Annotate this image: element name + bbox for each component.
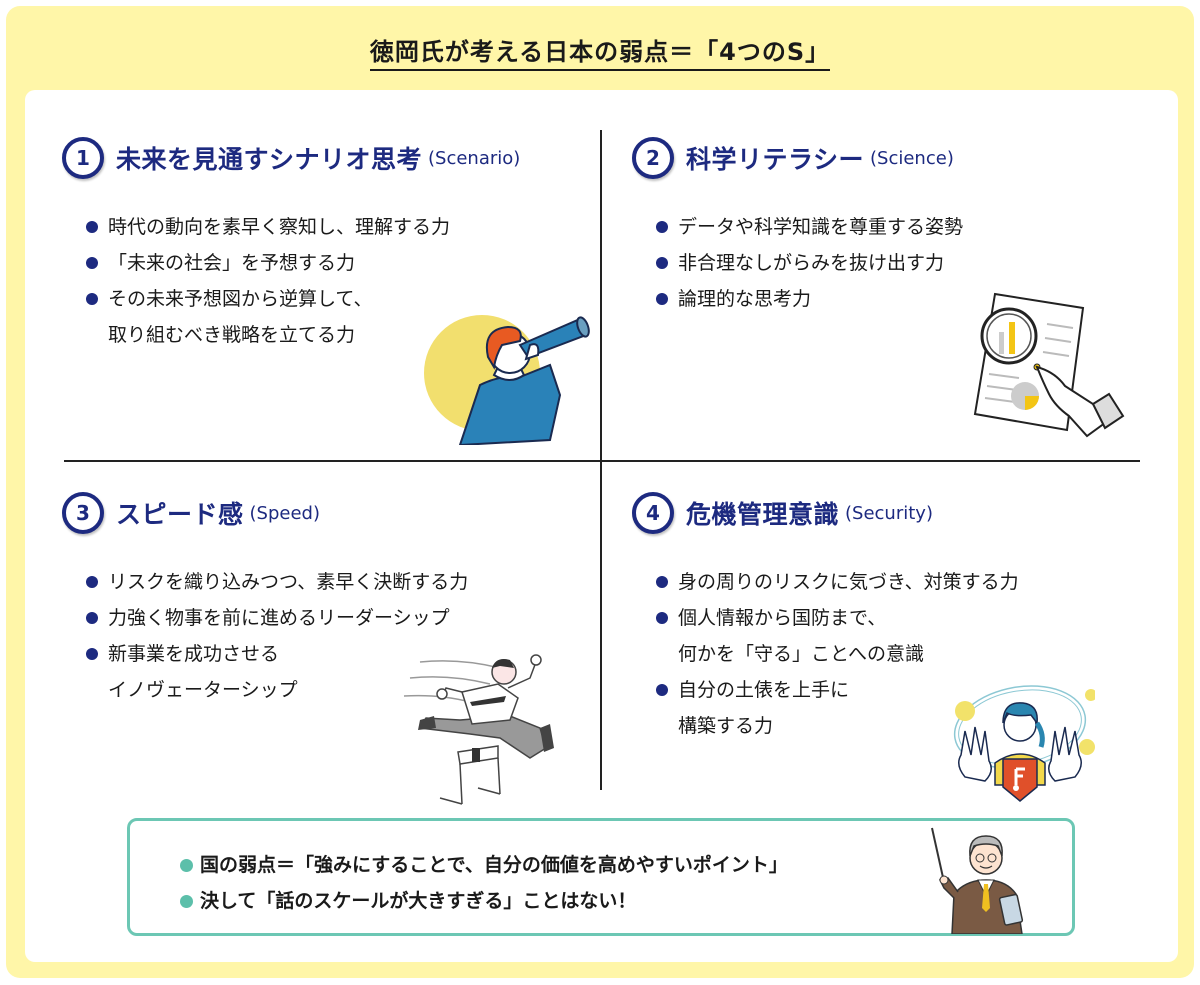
quadrant-speed: 3 スピード感 (Speed) リスクを織り込みつつ、素早く決断する力 力強く物… xyxy=(62,490,592,708)
quadrant-scenario: 1 未来を見通すシナリオ思考 (Scenario) 時代の動向を素早く察知し、理… xyxy=(62,135,592,353)
list-item: 論理的な思考力 xyxy=(656,281,1162,317)
quadrant-english: (Security) xyxy=(845,502,933,524)
bullet-dot-icon xyxy=(180,895,193,908)
list-item: 新事業を成功させるイノヴェーターシップ xyxy=(86,636,592,708)
quadrant-english: (Speed) xyxy=(249,502,320,524)
list-item: データや科学知識を尊重する姿勢 xyxy=(656,209,1162,245)
bullet-dot-icon xyxy=(656,684,668,696)
number-badge: 4 xyxy=(632,492,674,534)
person-with-telescope-icon xyxy=(424,315,590,445)
summary-item: 決して「話のスケールが大きすぎる」ことはない！ xyxy=(180,883,788,919)
bullet-dot-icon xyxy=(180,859,193,872)
bullet-dot-icon xyxy=(656,221,668,233)
quadrant-title: 危機管理意識 xyxy=(686,500,840,529)
list-item: 非合理なしがらみを抜け出す力 xyxy=(656,245,1162,281)
list-item: 「未来の社会」を予想する力 xyxy=(86,245,592,281)
quadrant-science: 2 科学リテラシー (Science) データや科学知識を尊重する姿勢 非合理な… xyxy=(632,135,1162,317)
quadrant-english: (Science) xyxy=(870,147,954,169)
bullet-dot-icon xyxy=(656,576,668,588)
bullet-dot-icon xyxy=(656,612,668,624)
person-with-shield-icon xyxy=(953,685,1095,802)
bullet-list: 身の周りのリスクに気づき、対策する力 個人情報から国防まで、何かを「守る」ことへ… xyxy=(656,564,1162,744)
quadrant-security: 4 危機管理意識 (Security) 身の周りのリスクに気づき、対策する力 個… xyxy=(632,490,1162,744)
magnifier-over-document-icon xyxy=(973,292,1125,438)
bullet-dot-icon xyxy=(86,257,98,269)
list-item: 身の周りのリスクに気づき、対策する力 xyxy=(656,564,1162,600)
quadrant-title: 未来を見通すシナリオ思考 xyxy=(116,145,423,174)
title-text: 徳岡氏が考える日本の弱点＝「4つのS」 xyxy=(369,38,831,71)
summary-item: 国の弱点＝「強みにすることで、自分の価値を高めやすいポイント」 xyxy=(180,847,788,883)
content-panel xyxy=(25,90,1178,962)
teacher-with-pointer-icon xyxy=(931,827,1024,934)
quadrant-title: スピード感 xyxy=(116,500,244,529)
businessman-jumping-hurdle-icon xyxy=(403,654,554,805)
summary-box: 国の弱点＝「強みにすることで、自分の価値を高めやすいポイント」 決して「話のスケ… xyxy=(127,818,1075,936)
number-badge: 2 xyxy=(632,137,674,179)
list-item: 力強く物事を前に進めるリーダーシップ xyxy=(86,600,592,636)
number-badge: 3 xyxy=(62,492,104,534)
list-item: その未来予想図から逆算して、取り組むべき戦略を立てる力 xyxy=(86,281,592,353)
bullet-dot-icon xyxy=(86,648,98,660)
number-badge: 1 xyxy=(62,137,104,179)
bullet-list: データや科学知識を尊重する姿勢 非合理なしがらみを抜け出す力 論理的な思考力 xyxy=(656,209,1162,317)
horizontal-divider xyxy=(64,460,1140,462)
summary-list: 国の弱点＝「強みにすることで、自分の価値を高めやすいポイント」 決して「話のスケ… xyxy=(180,847,788,919)
bullet-dot-icon xyxy=(86,221,98,233)
bullet-dot-icon xyxy=(86,612,98,624)
list-item: リスクを織り込みつつ、素早く決断する力 xyxy=(86,564,592,600)
list-item: 自分の土俵を上手に構築する力 xyxy=(656,672,1162,744)
quadrant-title: 科学リテラシー xyxy=(686,145,865,174)
quadrant-english: (Scenario) xyxy=(428,147,521,169)
list-item: 時代の動向を素早く察知し、理解する力 xyxy=(86,209,592,245)
bullet-list: 時代の動向を素早く察知し、理解する力 「未来の社会」を予想する力 その未来予想図… xyxy=(86,209,592,353)
bullet-dot-icon xyxy=(656,293,668,305)
bullet-dot-icon xyxy=(656,257,668,269)
list-item: 個人情報から国防まで、何かを「守る」ことへの意識 xyxy=(656,600,1162,672)
bullet-dot-icon xyxy=(86,576,98,588)
bullet-list: リスクを織り込みつつ、素早く決断する力 力強く物事を前に進めるリーダーシップ 新… xyxy=(86,564,592,708)
bullet-dot-icon xyxy=(86,293,98,305)
page-title: 徳岡氏が考える日本の弱点＝「4つのS」 xyxy=(0,32,1200,71)
